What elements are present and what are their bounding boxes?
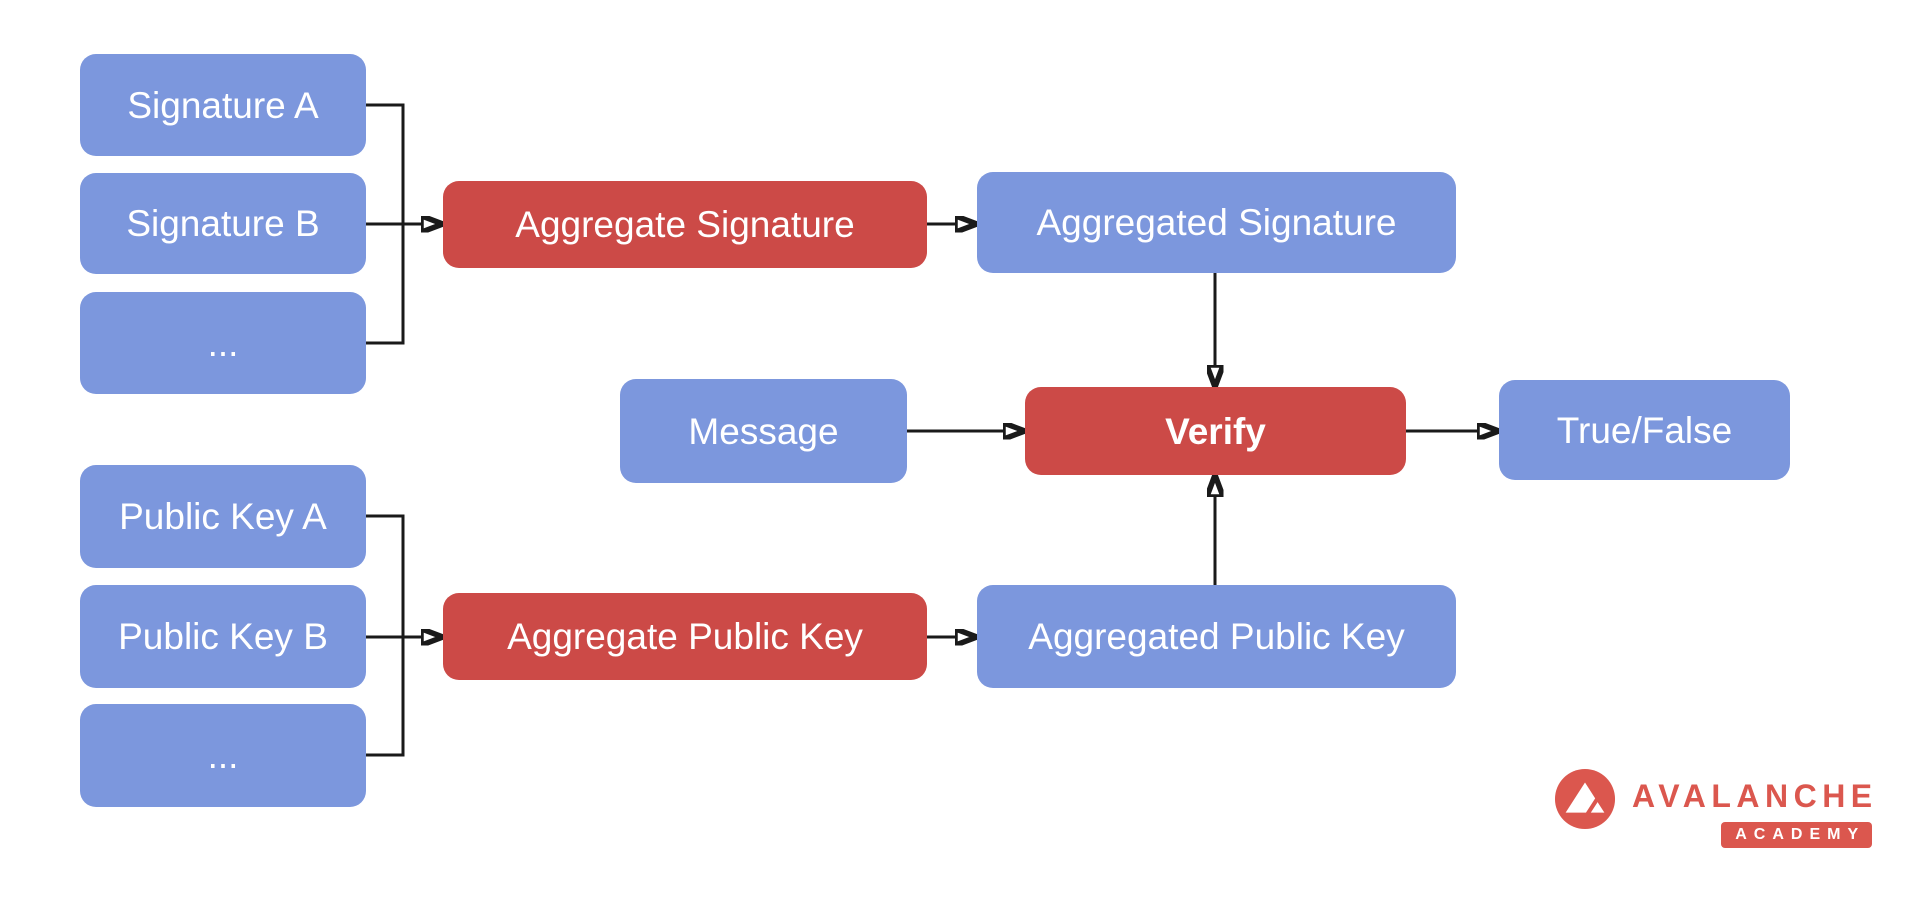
node-aggregate-public-key: Aggregate Public Key [443,593,927,680]
logo-brand-name: AVALANCHE [1632,778,1878,814]
node-label: Public Key A [119,496,327,537]
node-label: ... [207,735,239,776]
node-label: Aggregated Public Key [1028,616,1405,657]
node-label: Aggregated Signature [1036,202,1397,243]
node-label: True/False [1556,409,1733,451]
node-signature-ellipsis: ... [80,292,366,394]
node-public-key-ellipsis: ... [80,704,366,807]
node-label: Aggregate Signature [515,204,855,245]
node-message: Message [620,379,907,483]
node-label: Message [688,410,839,452]
logo-text-block: AVALANCHE ACADEMY [1632,780,1872,848]
node-label: Signature B [126,203,320,244]
node-label: Public Key B [118,616,328,657]
node-true-false: True/False [1499,380,1790,480]
avalanche-logo-icon [1554,768,1616,830]
logo-academy-badge: ACADEMY [1721,822,1873,848]
node-signature-b: Signature B [80,173,366,274]
node-label: Verify [1165,410,1266,452]
node-verify: Verify [1025,387,1406,475]
node-public-key-b: Public Key B [80,585,366,688]
node-public-key-a: Public Key A [80,465,366,568]
node-signature-a: Signature A [80,54,366,156]
logo-badge-label: ACADEMY [1735,826,1866,843]
node-aggregate-signature: Aggregate Signature [443,181,927,268]
avalanche-academy-logo: AVALANCHE ACADEMY [1554,768,1872,848]
node-label: Aggregate Public Key [507,616,863,657]
node-aggregated-public-key: Aggregated Public Key [977,585,1456,688]
node-aggregated-signature: Aggregated Signature [977,172,1456,273]
node-label: ... [207,322,239,364]
node-label: Signature A [127,84,319,126]
